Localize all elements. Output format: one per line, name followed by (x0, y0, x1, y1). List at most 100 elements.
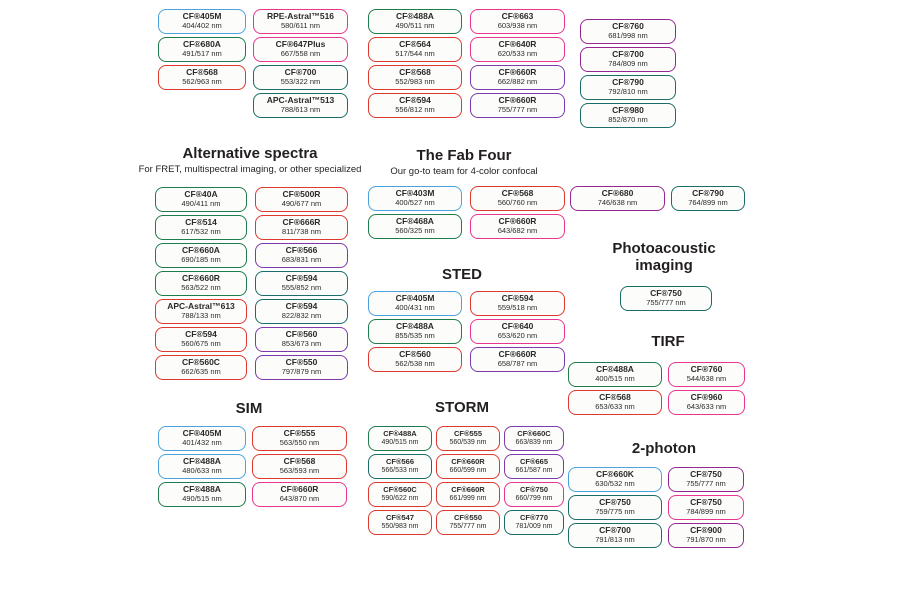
dye-name: CF®700 (612, 49, 644, 60)
dye-name: CF®488A (396, 11, 434, 22)
dye-wavelengths: 560/325 nm (395, 226, 435, 236)
dye-name: CF®488A (183, 484, 221, 495)
dye-name: CF®403M (395, 188, 435, 199)
dye-name: CF®500R (282, 189, 321, 200)
section-title-sim: SIM (235, 400, 263, 417)
dye-wavelengths: 784/899 nm (686, 507, 726, 517)
dye-name: CF®660R (451, 457, 485, 467)
dye-wavelengths: 852/870 nm (608, 115, 648, 125)
dye-wavelengths: 781/009 nm (515, 522, 553, 530)
dye-name: CF®560 (399, 349, 431, 360)
dye-name: CF®594 (285, 273, 318, 284)
dye-wavelengths: 555/852 nm (281, 283, 322, 293)
dye-wavelengths: 559/518 nm (497, 303, 538, 313)
dye-wavelengths: 653/620 nm (497, 331, 538, 341)
dye-name: CF®568 (283, 456, 316, 467)
dye-wavelengths: 755/777 nm (497, 105, 538, 115)
dye-name: CF®660C (517, 429, 551, 439)
section-title-tirf: TIRF (651, 333, 685, 350)
dye-name: CF®568 (599, 392, 631, 403)
dye-wavelengths: 660/799 nm (515, 494, 553, 502)
dye-name: CF®405M (395, 293, 435, 304)
dye-name: CF®660R (498, 349, 537, 360)
dye-wavelengths: 690/185 nm (181, 255, 221, 265)
dye-name: CF®750 (690, 497, 722, 508)
dye-name: CF®660A (182, 245, 220, 256)
dye-wavelengths: 788/613 nm (280, 105, 321, 115)
dye-name: CF®40A (184, 189, 218, 200)
dye-wavelengths: 490/677 nm (281, 199, 322, 209)
dye-wavelengths: 791/813 nm (595, 535, 635, 545)
dye-wavelengths: 400/527 nm (395, 198, 435, 208)
dye-wavelengths: 401/432 nm (182, 438, 222, 448)
dye-name: CF®564 (399, 39, 431, 50)
dye-wavelengths: 590/622 nm (381, 494, 419, 502)
dye-name: CF®647Plus (275, 39, 326, 50)
dye-wavelengths: 556/812 nm (395, 105, 435, 115)
dye-wavelengths: 662/635 nm (181, 367, 221, 377)
dye-name: CF®666R (282, 217, 321, 228)
dye-name: CF®594 (185, 329, 217, 340)
dye-name: CF®568 (399, 67, 431, 78)
section-title-photoacoustic-imaging: Photoacoustic imaging (612, 240, 716, 274)
dye-name: CF®660R (498, 216, 537, 227)
dye-wavelengths: 667/558 nm (280, 49, 321, 59)
dye-wavelengths: 681/998 nm (608, 31, 648, 41)
dye-wavelengths: 755/777 nm (449, 522, 487, 530)
dye-name: CF®660R (182, 273, 220, 284)
dye-wavelengths: 517/544 nm (395, 49, 435, 59)
dye-name: CF®960 (690, 392, 723, 403)
dye-name: CF®700 (284, 67, 317, 78)
dye-name: CF®750 (690, 469, 722, 480)
dye-wavelengths: 620/533 nm (497, 49, 538, 59)
dye-wavelengths: 643/633 nm (686, 402, 727, 412)
dye-name: CF®900 (690, 525, 722, 536)
